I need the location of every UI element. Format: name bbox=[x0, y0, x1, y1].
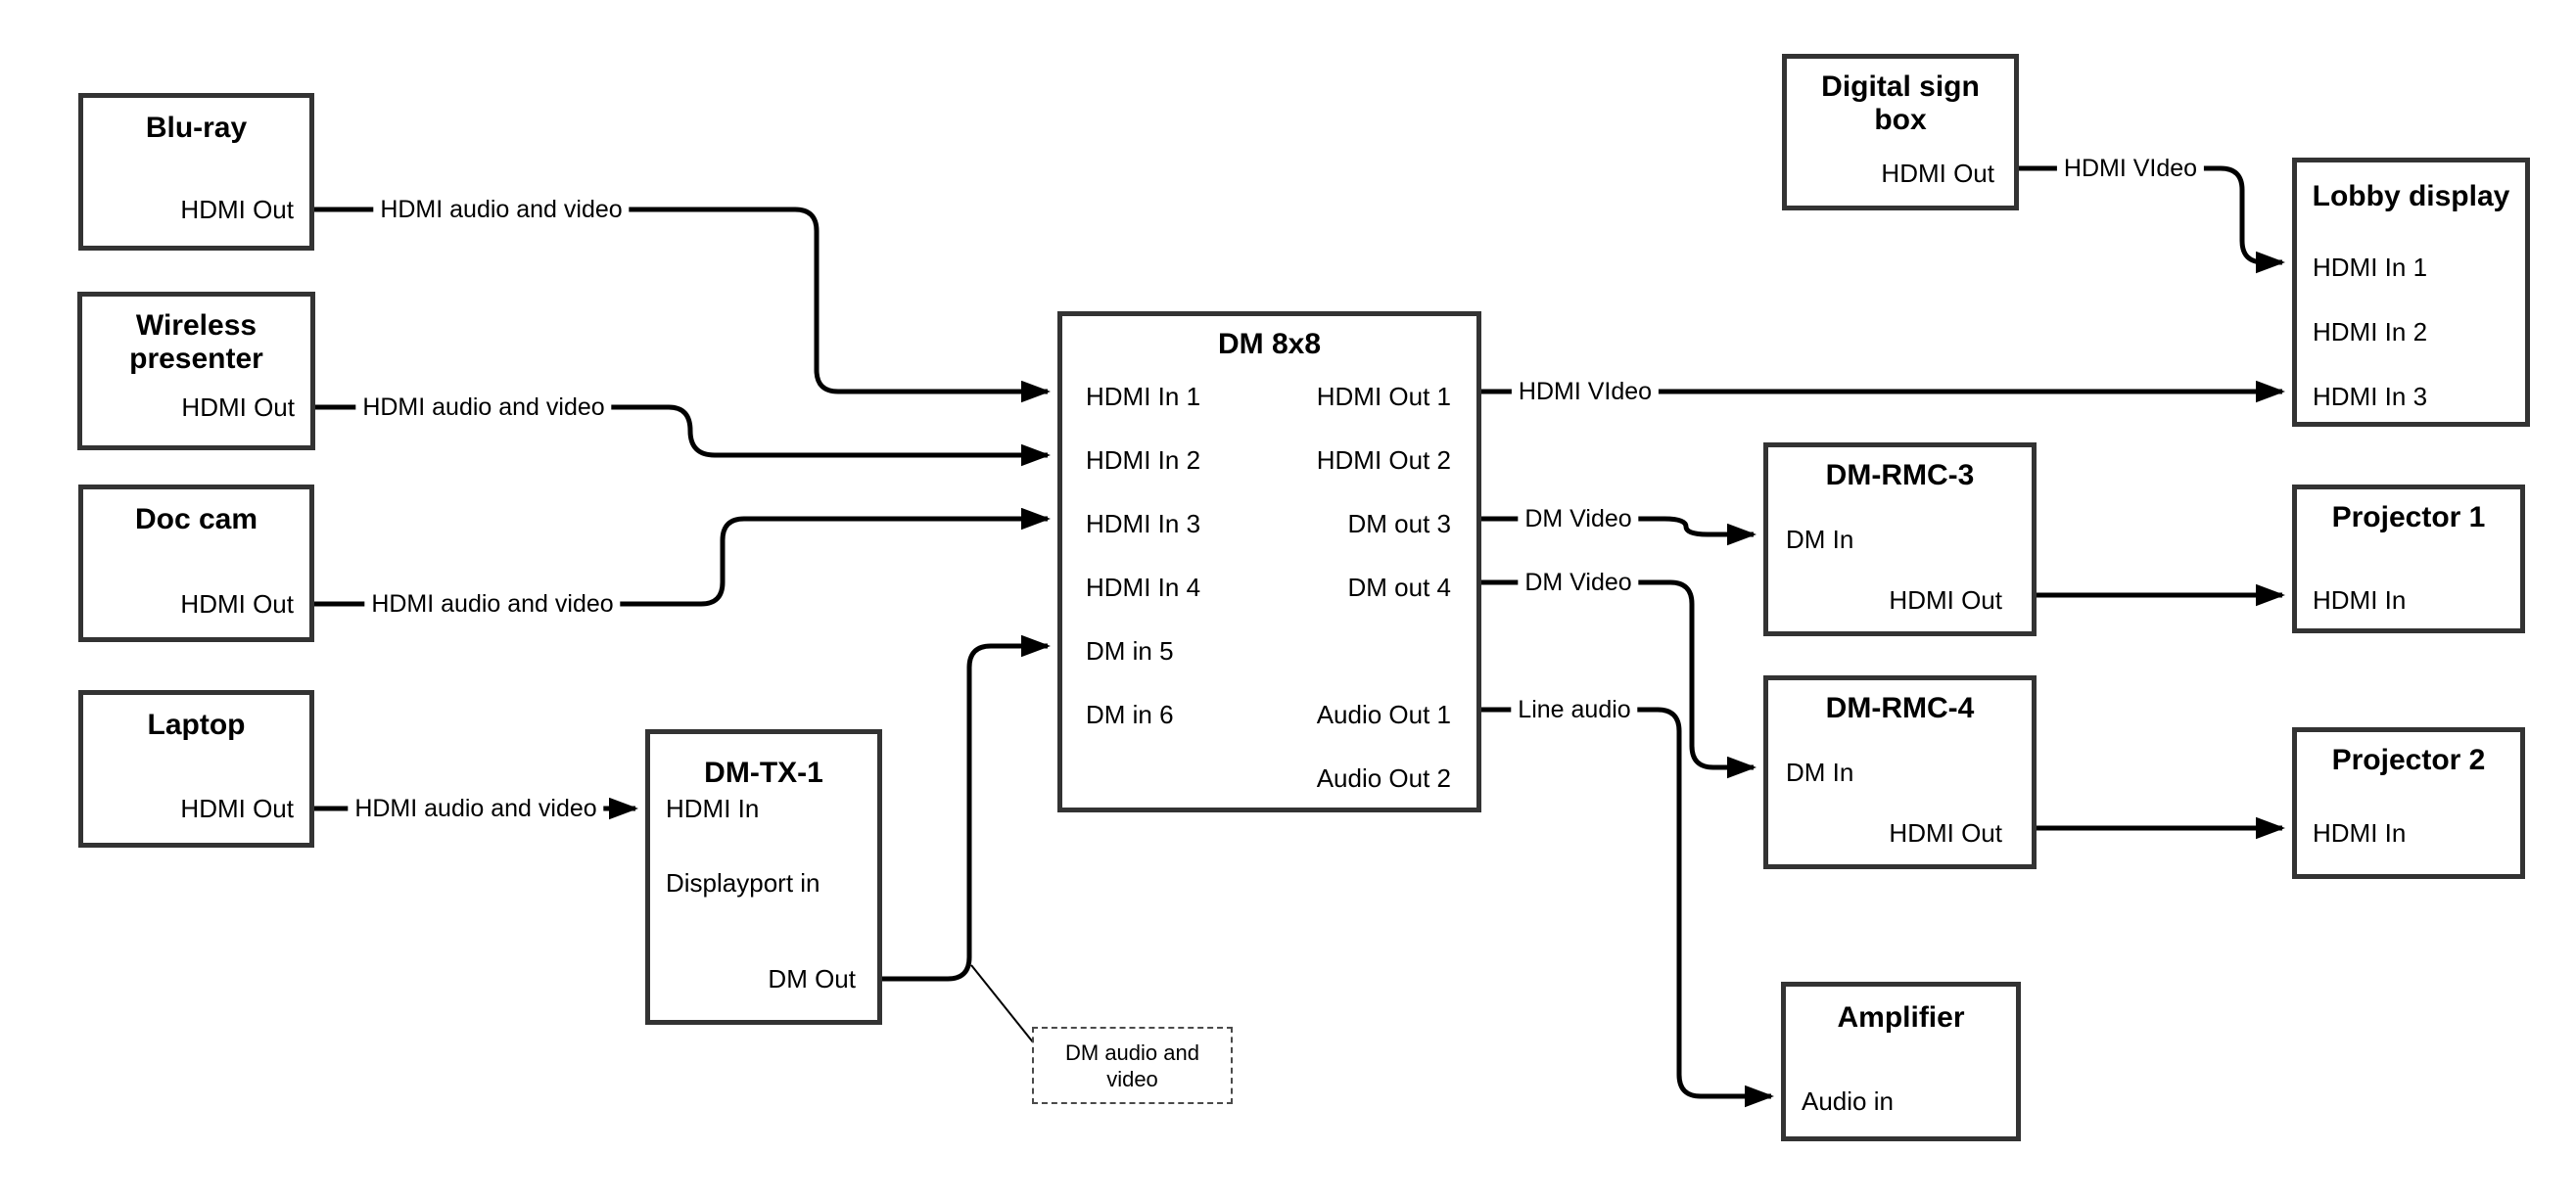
node-laptop: Laptop HDMI Out bbox=[78, 690, 314, 848]
port-hdmi-in-1: HDMI In 1 bbox=[1086, 382, 1201, 411]
port-dm-out-4: DM out 4 bbox=[1347, 573, 1452, 602]
node-title: Projector 1 bbox=[2331, 501, 2486, 533]
port-hdmi-in-4: HDMI In 4 bbox=[1086, 573, 1201, 602]
node-projector-2: Projector 2 HDMI In bbox=[2292, 727, 2525, 879]
node-title: DM-TX-1 bbox=[704, 757, 823, 789]
port-dm-out-3: DM out 3 bbox=[1347, 509, 1452, 538]
node-title: DM-RMC-3 bbox=[1825, 459, 1975, 491]
node-projector-1: Projector 1 HDMI In bbox=[2292, 485, 2525, 633]
port-hdmi-in-1: HDMI In 1 bbox=[2313, 253, 2428, 282]
port-hdmi-out: HDMI Out bbox=[1889, 818, 2002, 848]
port-hdmi-out-2: HDMI Out 2 bbox=[1316, 445, 1451, 475]
node-title: Amplifier bbox=[1837, 1001, 1965, 1034]
port-hdmi-out-1: HDMI Out 1 bbox=[1316, 382, 1451, 411]
edge-label-dm-out-4: DM Video bbox=[1518, 568, 1639, 597]
callout-leader-line bbox=[970, 964, 1035, 1044]
edge-label-audio-out-1: Line audio bbox=[1511, 695, 1638, 724]
node-title: DM-RMC-4 bbox=[1825, 692, 1975, 724]
port-audio-out-1: Audio Out 1 bbox=[1316, 700, 1451, 729]
callout-dm-audio-video: DM audio and video bbox=[1032, 1027, 1233, 1104]
edge-dmtx1-dmout-to-dm8x8-in5 bbox=[882, 634, 1051, 982]
edge-label-bluray: HDMI audio and video bbox=[373, 195, 630, 224]
edge-dm8x8-audioout1-to-amplifier bbox=[1481, 707, 1774, 1108]
edge-dm8x8-out4-to-dmrmc4-dmin bbox=[1481, 579, 1756, 779]
edge-label-wireless: HDMI audio and video bbox=[355, 393, 612, 422]
port-dm-in: DM In bbox=[1786, 525, 1854, 554]
port-hdmi-in: HDMI In bbox=[2313, 818, 2407, 848]
edge-label-dm-out-3: DM Video bbox=[1518, 504, 1639, 533]
port-dm-in-5: DM in 5 bbox=[1086, 636, 1174, 666]
port-hdmi-in-2: HDMI In 2 bbox=[2313, 317, 2428, 346]
node-lobby-display: Lobby display HDMI In 1 HDMI In 2 HDMI I… bbox=[2292, 158, 2530, 427]
node-blu-ray: Blu-ray HDMI Out bbox=[78, 93, 314, 251]
node-doc-cam: Doc cam HDMI Out bbox=[78, 485, 314, 642]
edge-dm8x8-out3-to-dmrmc3-dmin bbox=[1481, 516, 1756, 546]
edge-label-digital-sign: HDMI VIdeo bbox=[2056, 154, 2205, 183]
node-dm-8x8: DM 8x8 HDMI In 1 HDMI In 2 HDMI In 3 HDM… bbox=[1057, 311, 1481, 812]
port-hdmi-out: HDMI Out bbox=[181, 393, 295, 422]
node-dm-tx-1: DM-TX-1 HDMI In Displayport in DM Out bbox=[645, 729, 882, 1025]
node-title: Laptop bbox=[147, 709, 246, 741]
port-hdmi-in: HDMI In bbox=[666, 794, 760, 823]
port-hdmi-in-3: HDMI In 3 bbox=[2313, 382, 2428, 411]
port-displayport-in: Displayport in bbox=[666, 868, 820, 898]
edge-label-hdmi-out-1: HDMI VIdeo bbox=[1511, 377, 1660, 406]
node-dm-rmc-3: DM-RMC-3 DM In HDMI Out bbox=[1763, 442, 2037, 636]
port-dm-in: DM In bbox=[1786, 758, 1854, 787]
node-title: Wireless presenter bbox=[129, 309, 263, 375]
edge-wireless-to-dm8x8-in2 bbox=[315, 404, 1051, 467]
port-audio-out-2: Audio Out 2 bbox=[1316, 763, 1451, 793]
edge-bluray-to-dm8x8-in1 bbox=[314, 207, 1051, 403]
port-dm-out: DM Out bbox=[768, 964, 856, 993]
port-audio-in: Audio in bbox=[1802, 1086, 1894, 1116]
port-hdmi-out: HDMI Out bbox=[1881, 159, 1994, 188]
port-hdmi-in-3: HDMI In 3 bbox=[1086, 509, 1201, 538]
node-dm-rmc-4: DM-RMC-4 DM In HDMI Out bbox=[1763, 675, 2037, 869]
edge-label-doccam: HDMI audio and video bbox=[364, 589, 621, 619]
port-hdmi-out: HDMI Out bbox=[180, 589, 294, 619]
edge-label-laptop: HDMI audio and video bbox=[348, 794, 604, 823]
node-title: Lobby display bbox=[2312, 180, 2510, 212]
port-dm-in-6: DM in 6 bbox=[1086, 700, 1174, 729]
edge-digitalsign-to-lobby-in1 bbox=[2019, 165, 2285, 274]
port-hdmi-out: HDMI Out bbox=[1889, 585, 2002, 615]
node-title: DM 8x8 bbox=[1217, 328, 1322, 360]
port-hdmi-out: HDMI Out bbox=[180, 195, 294, 224]
node-title: Projector 2 bbox=[2331, 744, 2486, 776]
node-title: Doc cam bbox=[134, 503, 258, 535]
port-hdmi-in: HDMI In bbox=[2313, 585, 2407, 615]
edge-doccam-to-dm8x8-in3 bbox=[314, 507, 1051, 607]
port-hdmi-in-2: HDMI In 2 bbox=[1086, 445, 1201, 475]
node-title: Digital sign box bbox=[1821, 70, 1980, 136]
node-digital-sign-box: Digital sign box HDMI Out bbox=[1782, 54, 2019, 210]
node-wireless-presenter: Wireless presenter HDMI Out bbox=[77, 292, 315, 450]
port-hdmi-out: HDMI Out bbox=[180, 794, 294, 823]
node-amplifier: Amplifier Audio in bbox=[1781, 982, 2021, 1141]
node-title: Blu-ray bbox=[145, 112, 248, 144]
